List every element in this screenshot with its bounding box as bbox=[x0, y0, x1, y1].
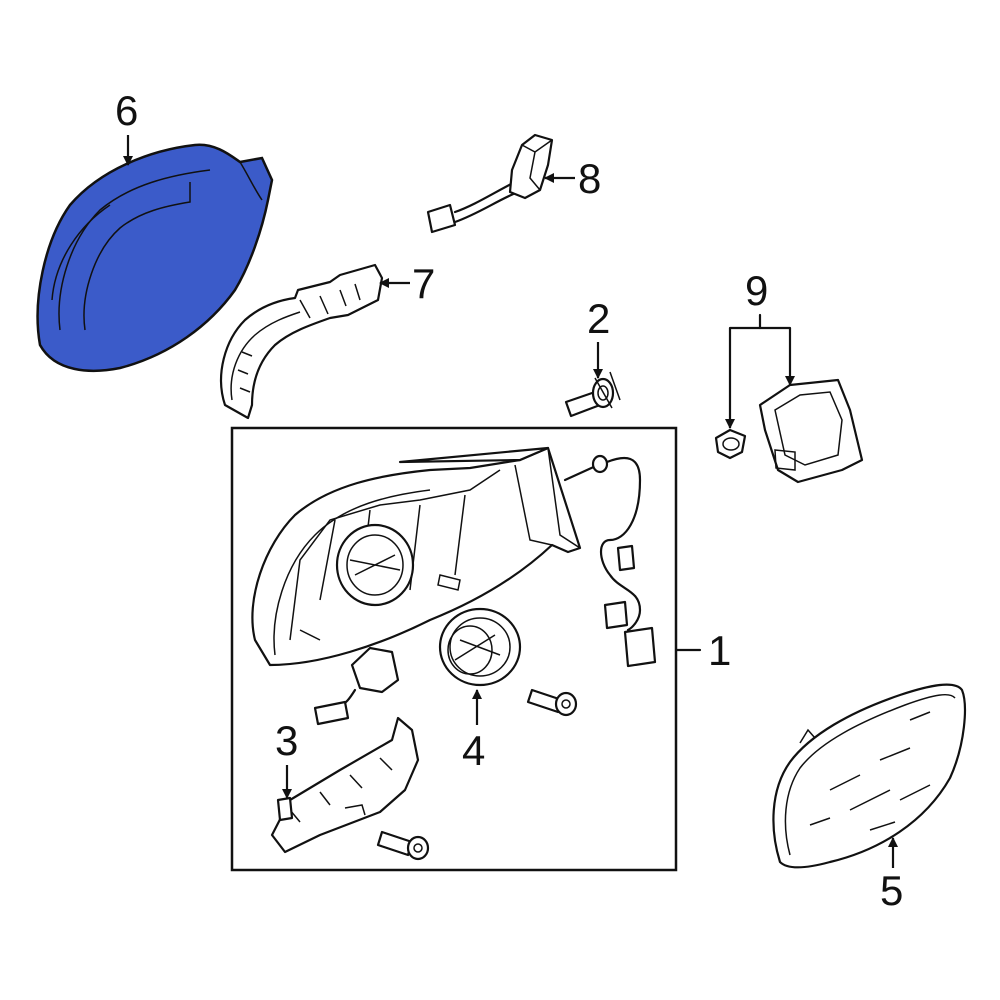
callout-8-label: 8 bbox=[578, 155, 601, 202]
part-8-wiring-harness[interactable] bbox=[426, 133, 554, 234]
part-4-adjuster[interactable] bbox=[438, 607, 522, 687]
callout-3: 3 bbox=[275, 717, 298, 799]
callout-2: 2 bbox=[587, 295, 610, 379]
callout-2-label: 2 bbox=[587, 295, 610, 342]
callout-1: 1 bbox=[674, 627, 731, 674]
part-2-screw[interactable] bbox=[564, 371, 621, 418]
part-1-screw-upper bbox=[526, 688, 578, 717]
part-1-motor bbox=[313, 646, 400, 726]
callout-7: 7 bbox=[379, 260, 435, 307]
callout-5: 5 bbox=[880, 837, 903, 914]
part-6-mirror-cover[interactable] bbox=[36, 143, 274, 373]
part-9-bracket-and-clip[interactable] bbox=[714, 378, 864, 484]
callout-7-label: 7 bbox=[412, 260, 435, 307]
callout-6-label: 6 bbox=[115, 87, 138, 134]
callout-9-label: 9 bbox=[745, 267, 768, 314]
part-1-screw-lower bbox=[376, 830, 430, 861]
callout-1-label: 1 bbox=[708, 627, 731, 674]
callout-3-label: 3 bbox=[275, 717, 298, 764]
callout-9: 9 bbox=[725, 267, 795, 429]
callout-6: 6 bbox=[115, 87, 138, 166]
part-5-mirror-glass[interactable] bbox=[772, 683, 966, 869]
callout-4-label: 4 bbox=[462, 727, 485, 774]
callout-4: 4 bbox=[462, 689, 485, 774]
part-1-mirror-housing bbox=[251, 446, 657, 668]
part-3-lower-bracket[interactable] bbox=[270, 716, 420, 854]
callout-5-label: 5 bbox=[880, 867, 903, 914]
part-7-signal-strip[interactable] bbox=[220, 263, 384, 420]
callout-8: 8 bbox=[544, 155, 601, 202]
